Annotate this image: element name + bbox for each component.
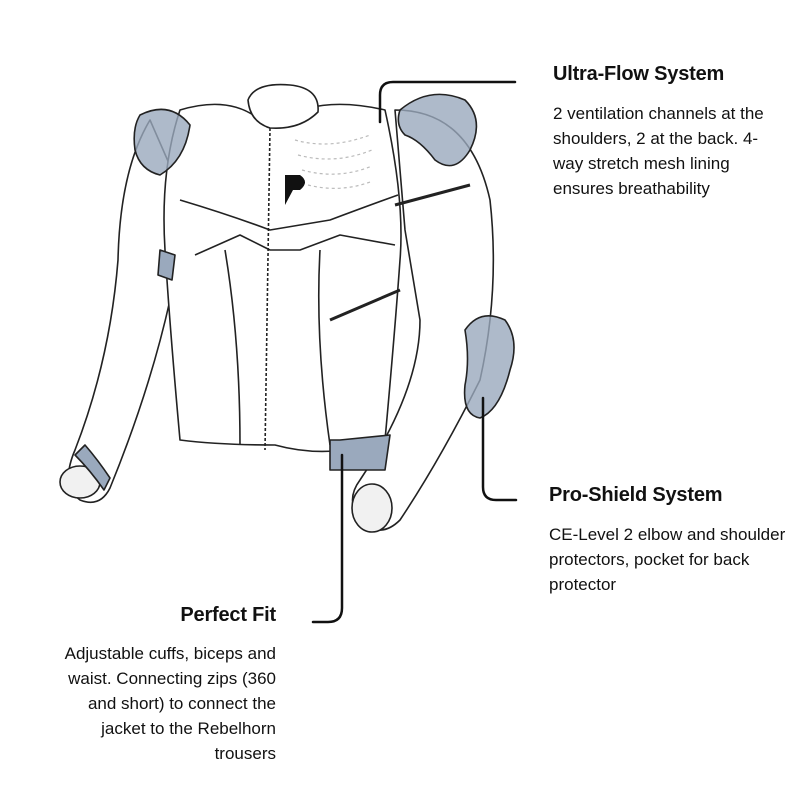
left-cuff-adjuster	[74, 444, 111, 491]
leader-line-perfect-fit	[311, 453, 344, 624]
left-shoulder-protector	[133, 108, 191, 176]
jacket-body	[163, 103, 402, 453]
collar	[247, 83, 319, 129]
feature-title-pro-shield: Pro-Shield System	[549, 484, 723, 506]
feature-description-ultra-flow: 2 ventilation channels at the shoulders,…	[553, 104, 764, 198]
leader-line-ultra-flow	[378, 80, 517, 124]
feature-description-perfect-fit: Adjustable cuffs, biceps and waist. Conn…	[64, 644, 276, 763]
feature-title-ultra-flow: Ultra-Flow System	[553, 63, 725, 85]
waist-adjuster	[329, 434, 391, 471]
brand-logo-icon	[285, 175, 305, 205]
right-shoulder-protector	[397, 93, 478, 167]
elbow-protector	[463, 314, 515, 419]
right-cuff	[351, 483, 393, 533]
leader-line-pro-shield	[481, 396, 518, 502]
feature-description-pro-shield: CE-Level 2 elbow and shoulder protectors…	[549, 525, 786, 594]
feature-title-perfect-fit: Perfect Fit	[180, 604, 276, 626]
center-zip	[264, 127, 271, 451]
